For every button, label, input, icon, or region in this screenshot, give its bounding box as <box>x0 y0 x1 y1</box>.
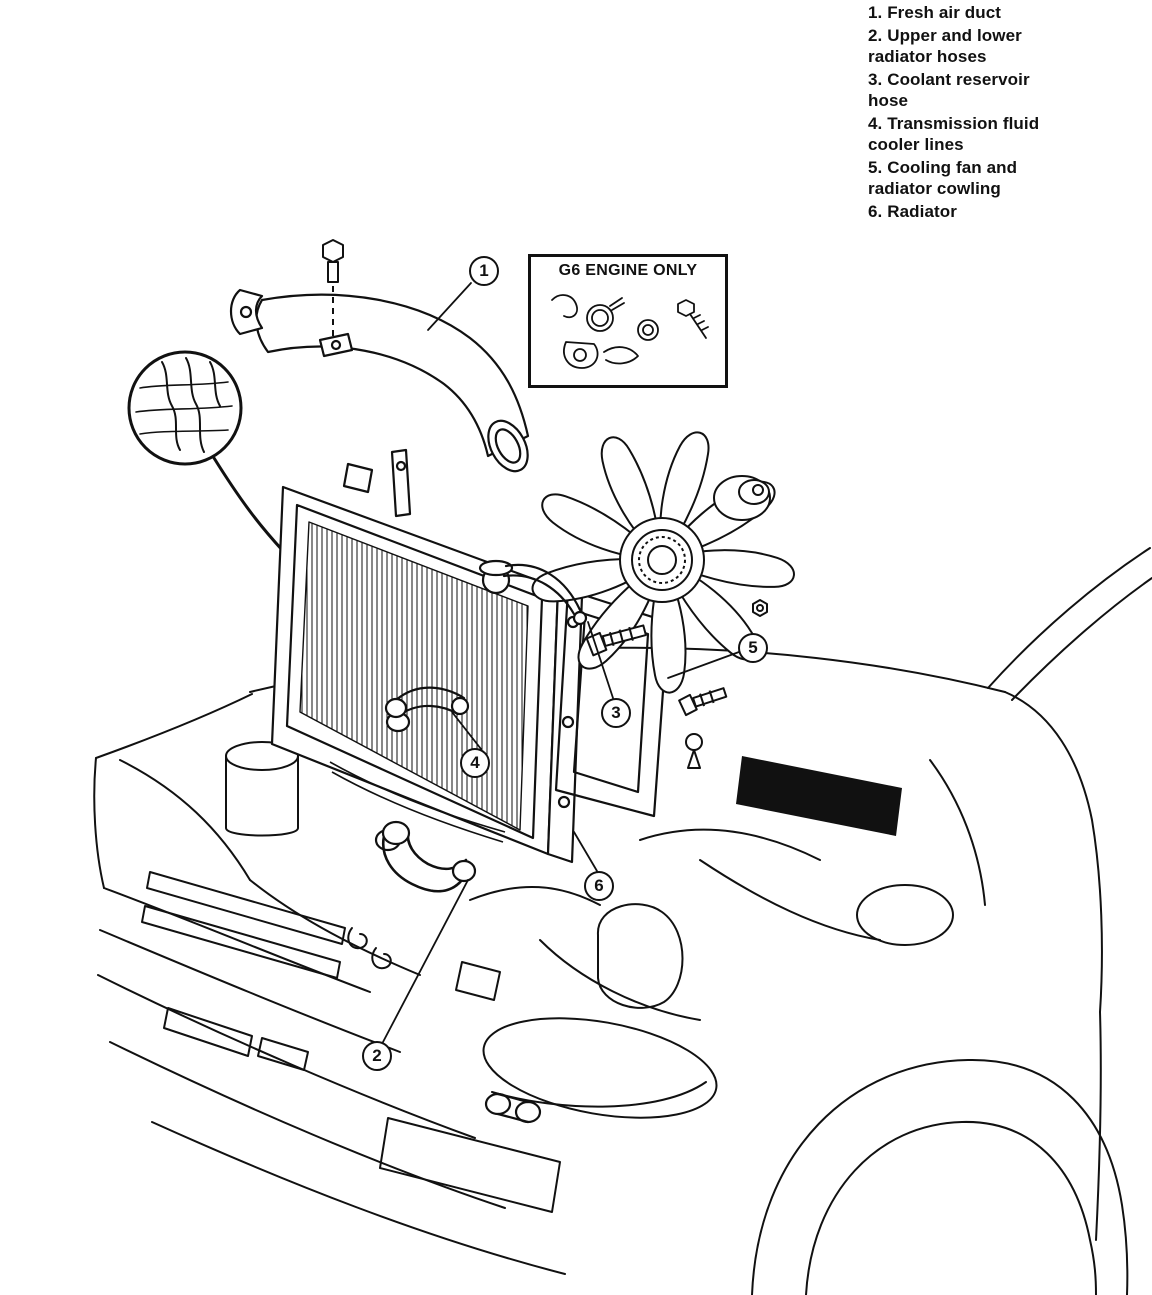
legend-item-2: 2. Upper and lower radiator hoses <box>868 26 1022 66</box>
callout-5: 5 <box>738 633 768 663</box>
g6-engine-only-box: G6 ENGINE ONLY <box>528 254 728 388</box>
legend-item-3: 3. Coolant reservoir hose <box>868 70 1030 110</box>
legend-item-1: 1. Fresh air duct <box>868 3 1002 22</box>
fin-detail-inset <box>129 352 284 552</box>
duct-bolt <box>323 240 343 340</box>
legend-item-6: 6. Radiator <box>868 202 957 221</box>
legend-item-5: 5. Cooling fan and radiator cowling <box>868 158 1018 198</box>
callout-6-number: 6 <box>594 876 604 895</box>
hoses <box>383 565 586 1122</box>
callout-1-number: 1 <box>479 261 489 280</box>
callout-leader-lines <box>383 283 739 1042</box>
callout-1: 1 <box>469 256 499 286</box>
callout-4-number: 4 <box>470 753 480 772</box>
g6-engine-only-label: G6 ENGINE ONLY <box>558 262 698 279</box>
legend: 1. Fresh air duct 2. Upper and lower rad… <box>868 2 1060 224</box>
fresh-air-duct <box>231 290 536 478</box>
callout-6: 6 <box>584 871 614 901</box>
legend-item-4: 4. Transmission fluid cooler lines <box>868 114 1040 154</box>
callout-2: 2 <box>362 1041 392 1071</box>
callout-4: 4 <box>460 748 490 778</box>
callout-3: 3 <box>601 698 631 728</box>
callout-2-number: 2 <box>372 1046 382 1065</box>
car-body-outline <box>94 548 1152 1295</box>
mounting-bolts <box>586 622 728 768</box>
g6-inset-parts <box>552 295 708 368</box>
callout-5-number: 5 <box>748 638 758 657</box>
callout-3-number: 3 <box>611 703 621 722</box>
radiator <box>272 450 582 862</box>
